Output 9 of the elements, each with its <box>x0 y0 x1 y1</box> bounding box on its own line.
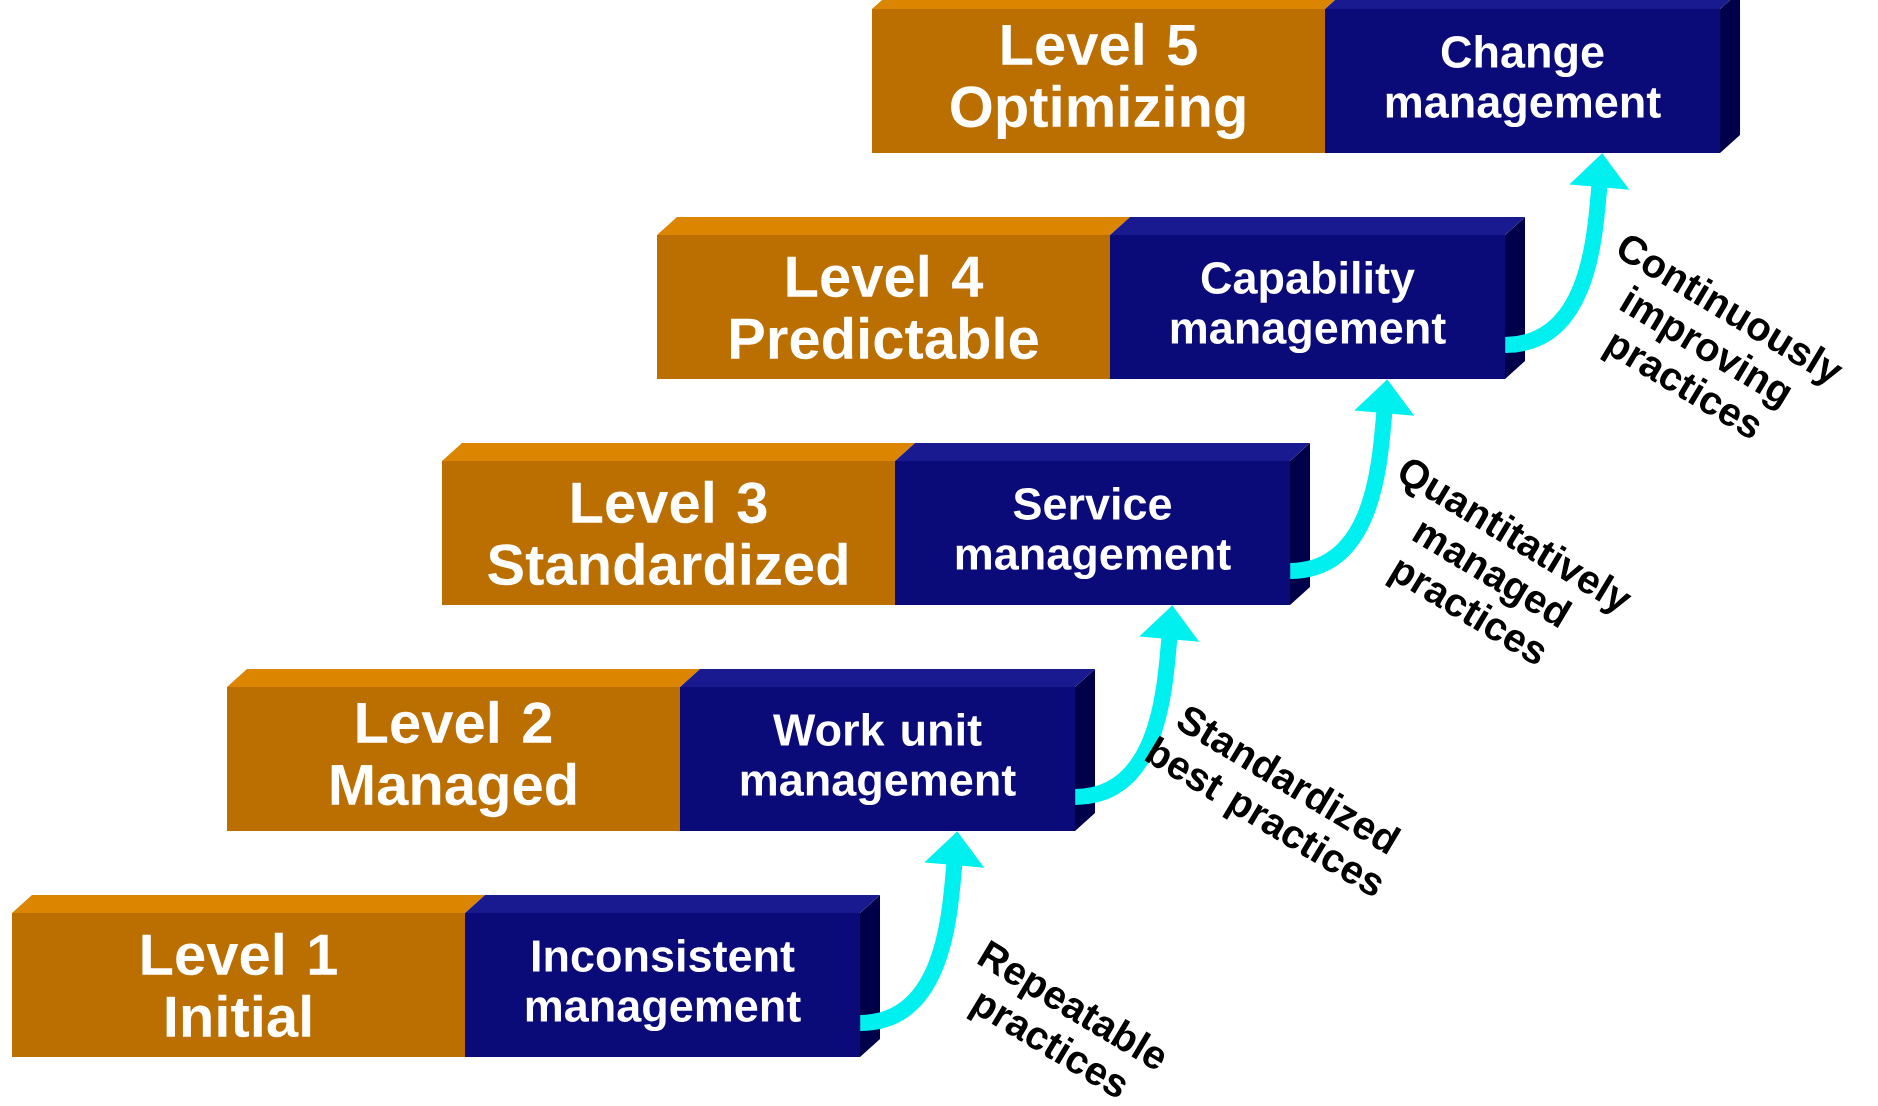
level-block: Level 4 Predictable <box>657 217 1130 379</box>
practice-block: Inconsistent management <box>465 895 880 1057</box>
level-block: Level 1 Initial <box>12 895 485 1057</box>
practice-block: Change management <box>1325 0 1740 153</box>
level-block: Level 2 Managed <box>227 669 700 831</box>
practice-block: Capability management <box>1110 217 1525 379</box>
practice-block: Service management <box>895 443 1310 605</box>
level-block: Level 3 Standardized <box>442 443 915 605</box>
practice-block: Work unit management <box>680 669 1095 831</box>
